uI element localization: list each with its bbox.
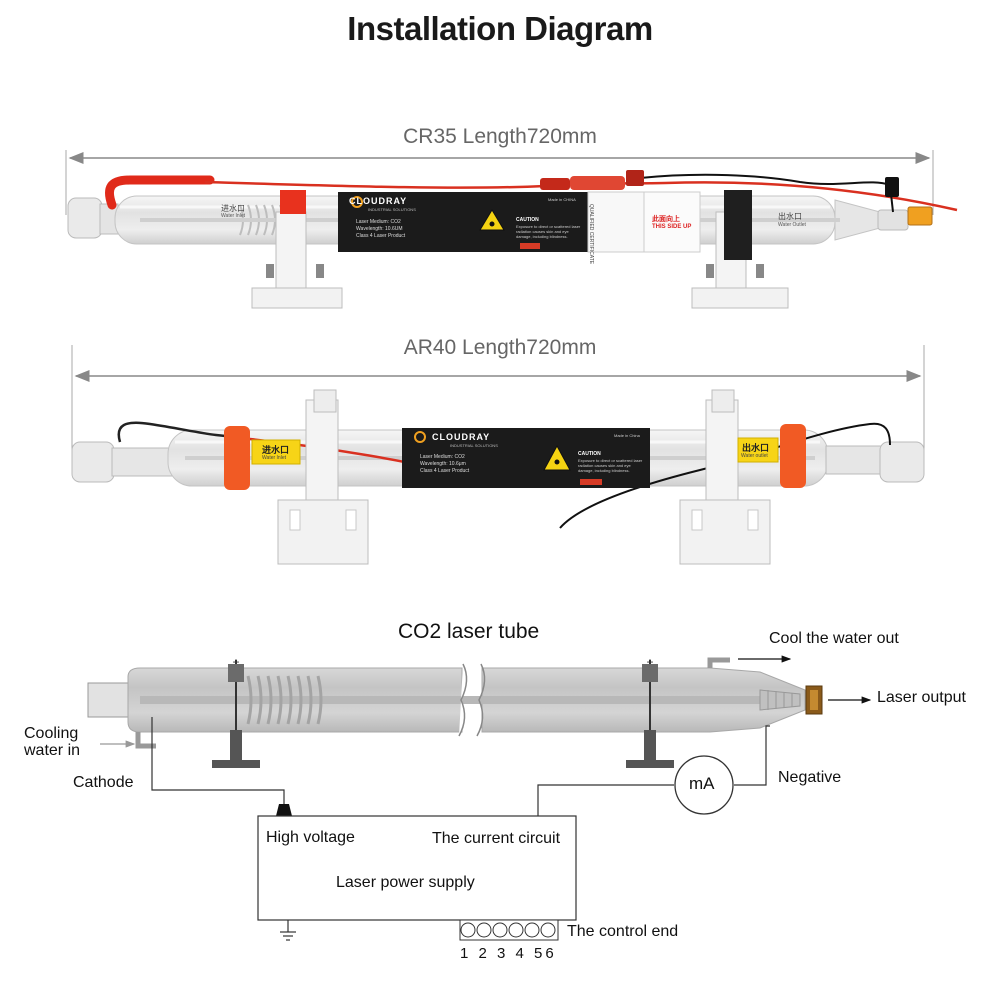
- cr35-connector: [540, 178, 570, 190]
- cooling-in-line: water in: [24, 742, 81, 759]
- ar40-outlet-en: Water outlet: [741, 453, 768, 459]
- cr35-brand-sub: INDUSTRIAL SOLUTIONS: [368, 207, 416, 212]
- ar40-brand: CLOUDRAY: [432, 432, 491, 442]
- ar40-spec-line: Class 4 Laser Product: [420, 468, 470, 474]
- ar40-product-label: [402, 428, 650, 488]
- cr35-connector-cap: [626, 170, 644, 186]
- power-supply-label: Laser power supply: [336, 874, 475, 891]
- control-end-label: The control end: [567, 923, 679, 940]
- cr35-stand-left: [251, 190, 343, 309]
- cathode-label: Cathode: [73, 774, 134, 791]
- ar40-stand-left: [277, 389, 369, 565]
- cr35-this-side-up-cn: 此面向上: [652, 216, 680, 223]
- cr35-outlet-cn: 出水口: [778, 212, 802, 221]
- cr35-red-hose: [104, 175, 215, 210]
- ma-meter: [674, 755, 734, 815]
- ar40-caution-title: CAUTION: [578, 451, 601, 457]
- current-circuit-label: The current circuit: [432, 830, 561, 847]
- svg-text:+: +: [232, 655, 239, 669]
- svg-text:+: +: [646, 655, 653, 669]
- control-terminals: [459, 919, 559, 941]
- ar40-inlet-en: Water Inlet: [262, 455, 286, 461]
- ar40-outlet-tag: [737, 437, 779, 463]
- high-voltage-terminal: [276, 804, 292, 816]
- terminal-numbers: 1 2 3 4 56: [460, 945, 557, 962]
- ar40-spec: Laser Medium: CO2 Wavelength: 10.6μm Cla…: [420, 454, 469, 475]
- ar40-black-wire-left: [117, 421, 241, 443]
- schematic-title: CO2 laser tube: [398, 620, 540, 643]
- cool-water-out-label: Cool the water out: [769, 630, 899, 647]
- cr35-spec-line: Class 4 Laser Product: [356, 233, 406, 239]
- ar40-stand-right: [679, 389, 771, 565]
- negative-label: Negative: [778, 769, 842, 786]
- ar40-spec-line: Laser Medium: CO2: [420, 454, 465, 460]
- ar40-made-in: Made in China: [614, 433, 640, 438]
- cr35-outlet-en: Water Outlet: [778, 222, 806, 228]
- ar40-dimension-line: [71, 345, 925, 455]
- schematic-stand-left: +: [212, 655, 260, 768]
- cr35-spec: Laser Medium: CO2 Wavelength: 10.6UM Cla…: [356, 219, 405, 240]
- cr35-inlet-cn: 进水口: [221, 204, 245, 213]
- cr35-product-label: [338, 191, 701, 253]
- circuit-wires: [151, 717, 770, 941]
- schematic-stand-right: +: [626, 655, 674, 768]
- ar40-brand-sub: INDUSTRIAL SOLUTIONS: [450, 443, 498, 448]
- cr35-certificate: QUALIFIED CERTIFICATE: [588, 204, 594, 265]
- cr35-black-wire: [639, 173, 894, 213]
- ar40-length-label: AR40 Length720mm: [403, 336, 597, 359]
- ar40-clip-right: [780, 424, 806, 488]
- page-title: Installation Diagram: [347, 10, 653, 47]
- ar40-caution-text: Exposure to direct or scattered laser ra…: [578, 458, 643, 473]
- ar40-clip-left: [224, 426, 250, 490]
- power-supply-box: [257, 815, 577, 921]
- ar40-inlet-tag: [251, 439, 301, 465]
- cr35-terminal-clip: [885, 177, 899, 197]
- laser-output-label: Laser output: [877, 689, 966, 706]
- cooling-in-line: Cooling: [24, 725, 79, 742]
- ar40-outlet-cn: 出水口: [742, 443, 770, 453]
- ma-meter-label: mA: [689, 774, 715, 793]
- schematic-tube: [87, 657, 823, 749]
- cr35-spec-line: Laser Medium: CO2: [356, 219, 401, 225]
- cr35-spec-line: Wavelength: 10.6UM: [356, 226, 403, 232]
- cr35-caution-text: Exposure to direct or scattered laser ra…: [516, 224, 581, 239]
- ar40-inlet-cn: 进水口: [262, 445, 290, 455]
- cr35-made-in: Made in CHINA: [548, 197, 576, 202]
- cooling-water-in-label: Cooling water in: [24, 725, 80, 759]
- ar40-spec-line: Wavelength: 10.6μm: [420, 461, 466, 467]
- cr35-this-side-up-en: THIS SIDE UP: [652, 224, 692, 230]
- cr35-inlet-en: Water Inlet: [221, 213, 245, 219]
- cr35-length-label: CR35 Length720mm: [403, 125, 597, 148]
- high-voltage-label: High voltage: [266, 829, 355, 846]
- cr35-stand-right: [691, 190, 789, 309]
- cr35-caution-title: CAUTION: [516, 217, 539, 223]
- cr35-connector-sleeve: [570, 176, 625, 190]
- cr35-brand: CLOUDRAY: [349, 196, 408, 206]
